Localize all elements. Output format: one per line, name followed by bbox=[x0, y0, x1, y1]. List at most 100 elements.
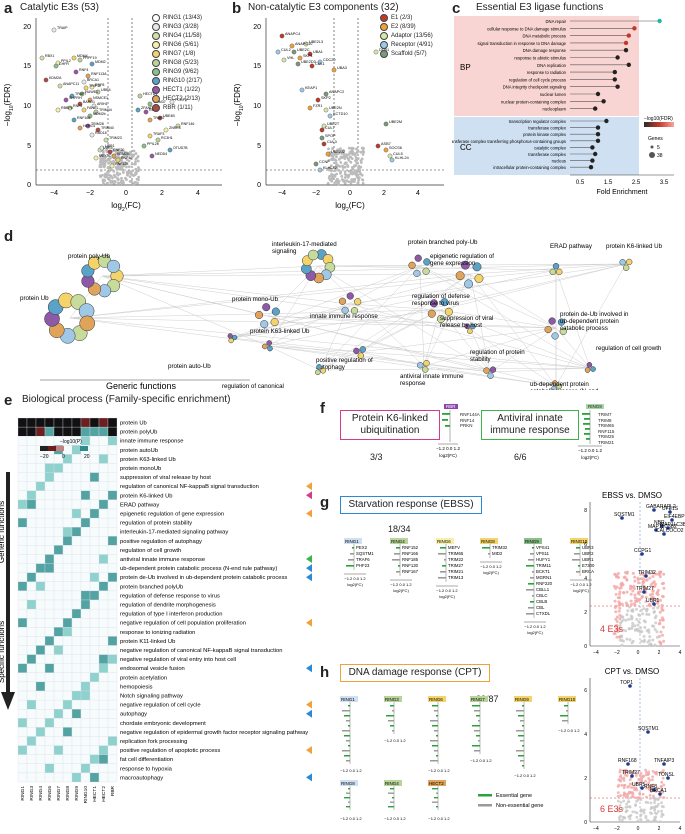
gene-point bbox=[646, 730, 650, 734]
data-point bbox=[617, 635, 621, 639]
svg-text:0: 0 bbox=[637, 826, 640, 832]
gene-label: TRIM21 bbox=[448, 569, 464, 574]
y-tick: 5 bbox=[27, 143, 31, 150]
gene-label: MEFV bbox=[448, 545, 460, 550]
data-point bbox=[132, 149, 136, 153]
gene-point bbox=[79, 91, 85, 97]
heatmap-cell bbox=[62, 545, 73, 555]
data-point bbox=[661, 813, 665, 817]
data-point bbox=[105, 175, 109, 179]
heatmap-cell bbox=[80, 718, 91, 728]
data-point bbox=[637, 613, 641, 617]
heatmap-cell bbox=[80, 536, 91, 546]
data-point bbox=[128, 180, 132, 183]
heatmap-cell bbox=[107, 445, 118, 455]
svg-text:log2(FC): log2(FC) bbox=[581, 455, 599, 460]
svg-text:4: 4 bbox=[584, 732, 587, 738]
heatmap-cell bbox=[35, 417, 46, 428]
term-label: DNA replication bbox=[537, 63, 567, 68]
heatmap-cell bbox=[44, 436, 55, 446]
term-label: response to abiotic stimulus bbox=[514, 56, 566, 61]
heatmap-cell bbox=[98, 590, 109, 601]
gene-label: CDC20 bbox=[323, 58, 335, 62]
heatmap-cell bbox=[107, 426, 118, 437]
data-point bbox=[357, 164, 361, 168]
gene-label: UBA3 bbox=[337, 66, 347, 70]
gene-bar bbox=[350, 553, 354, 555]
heatmap-row-label: antiviral innate immune response bbox=[120, 557, 205, 563]
term-label: DNA damage response bbox=[523, 48, 567, 53]
data-point bbox=[105, 182, 109, 185]
heatmap-cell bbox=[53, 754, 64, 764]
gene-label: NEDD4 bbox=[155, 152, 167, 156]
data-point bbox=[661, 625, 665, 629]
gene-label: TOP1 bbox=[620, 680, 633, 686]
panel-title: Biological process (Family-specific enri… bbox=[22, 394, 231, 405]
heatmap-cell bbox=[80, 699, 91, 710]
gene-label: SKP1 bbox=[303, 54, 313, 58]
data-point bbox=[103, 179, 107, 182]
heatmap-cell bbox=[44, 754, 55, 764]
heatmap-cell bbox=[107, 663, 118, 673]
data-point bbox=[653, 801, 656, 805]
heatmap-cell bbox=[26, 572, 37, 582]
data-point bbox=[631, 771, 634, 775]
data-point bbox=[622, 799, 626, 803]
svg-text:−1.2 0.0 1.2: −1.2 0.0 1.2 bbox=[428, 768, 450, 773]
gene-bar bbox=[430, 720, 438, 722]
heatmap-cell bbox=[35, 517, 46, 528]
heatmap-cell bbox=[53, 463, 64, 473]
heatmap-cell bbox=[44, 627, 55, 637]
x-tick: 0 bbox=[124, 190, 128, 197]
data-point bbox=[629, 614, 633, 618]
data-point bbox=[326, 181, 330, 185]
heatmap-cell bbox=[89, 472, 100, 482]
term-label: nucleus bbox=[552, 159, 566, 164]
cluster-node bbox=[427, 309, 436, 318]
heatmap-cell bbox=[17, 527, 28, 537]
data-point bbox=[132, 174, 136, 177]
cluster-node bbox=[353, 347, 360, 355]
heatmap-cell bbox=[98, 517, 109, 528]
gene-bar bbox=[348, 725, 350, 727]
heatmap-cell bbox=[80, 490, 91, 501]
heatmap-cell bbox=[62, 709, 73, 719]
data-point bbox=[107, 176, 111, 180]
data-point bbox=[634, 607, 638, 611]
e3-count: 6 E3s bbox=[600, 804, 624, 814]
data-point bbox=[662, 572, 666, 576]
data-point bbox=[340, 174, 344, 178]
cluster-node bbox=[552, 380, 558, 386]
cluster-node bbox=[489, 366, 497, 373]
heatmap-cell bbox=[107, 517, 118, 528]
heatmap-cell bbox=[26, 545, 37, 555]
data-point bbox=[614, 604, 618, 608]
gene-point bbox=[321, 141, 327, 147]
heatmap-cell bbox=[71, 672, 82, 683]
heatmap-cell bbox=[80, 745, 91, 755]
data-point bbox=[631, 589, 635, 593]
gene-label: FZR1 bbox=[313, 104, 323, 108]
heatmap-cell bbox=[53, 481, 64, 491]
heatmap-cell bbox=[53, 417, 64, 428]
svg-text:0: 0 bbox=[584, 820, 587, 826]
highlight-marker bbox=[306, 555, 312, 563]
data-point bbox=[632, 786, 636, 790]
cluster-node bbox=[260, 320, 269, 329]
family-tag: RING1 bbox=[345, 539, 359, 544]
heatmap-cell bbox=[89, 481, 100, 491]
cluster-node bbox=[551, 332, 559, 340]
gene-bar bbox=[516, 710, 524, 712]
gene-label: CUL1 bbox=[315, 62, 325, 66]
data-point bbox=[651, 581, 655, 585]
highlight-marker bbox=[306, 491, 312, 500]
family-tag: RING8 bbox=[341, 781, 355, 786]
highlight-marker bbox=[306, 482, 312, 491]
heatmap-cell bbox=[80, 508, 91, 519]
heatmap-cell bbox=[53, 663, 64, 673]
heatmap-row-label: negative regulation of canonical NF-kapp… bbox=[120, 648, 282, 654]
data-point bbox=[636, 796, 640, 800]
starvation-box: Starvation response (EBSS) bbox=[340, 496, 482, 514]
